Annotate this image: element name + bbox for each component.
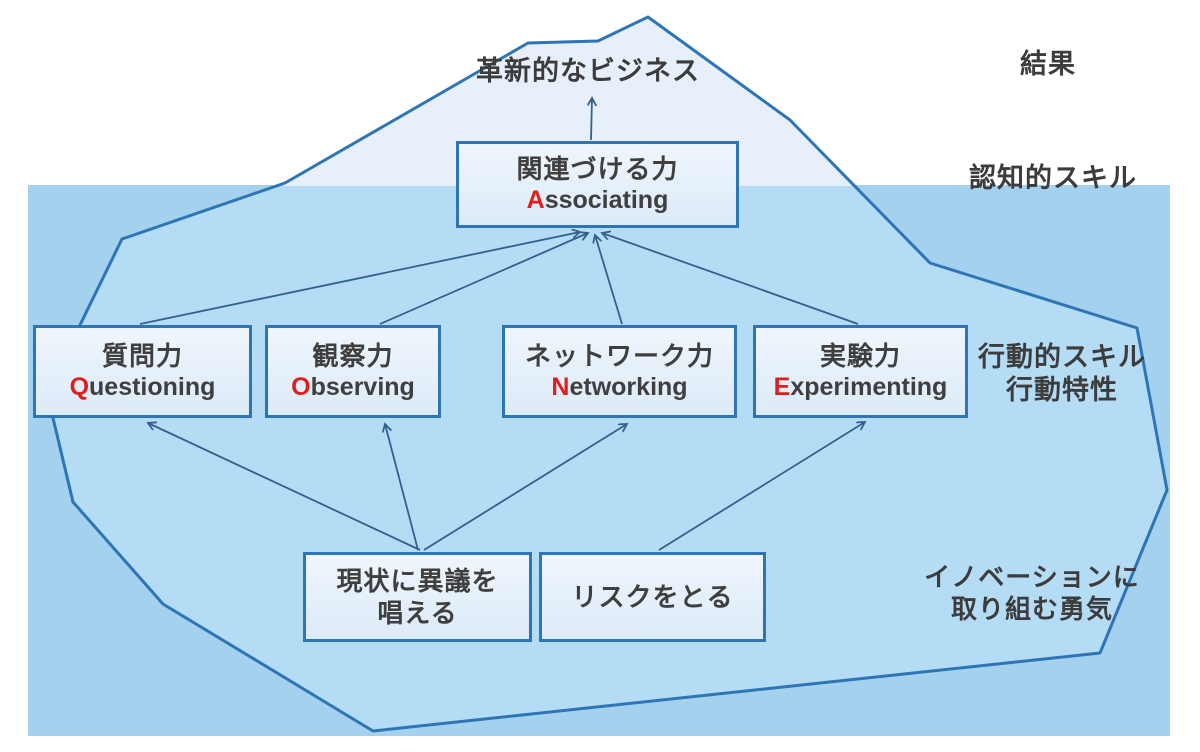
label-innovative-business: 革新的なビジネス: [476, 56, 700, 86]
observing-en-label: Observing: [291, 372, 415, 403]
box-networking: ネットワーク力 Networking: [502, 325, 737, 418]
box-observing: 観察力 Observing: [265, 325, 441, 418]
arrow-challenge-to-questioning: [148, 423, 421, 551]
questioning-initial: Q: [69, 373, 90, 402]
networking-initial: N: [551, 373, 570, 402]
associating-jp-label: 関連づける力: [516, 153, 679, 184]
arrow-challenge-to-observing: [385, 424, 419, 551]
questioning-jp-label: 質問力: [101, 340, 183, 371]
arrow-networking-to-associating: [595, 235, 623, 325]
challenge-line2: 唱える: [377, 598, 458, 628]
courage-line1: イノベーションに: [924, 562, 1140, 592]
questioning-rest: uestioning: [89, 373, 216, 402]
arrow-experimenting-to-associating: [602, 233, 859, 325]
arrow-challenge-to-networking: [423, 424, 627, 551]
box-challenge-status-quo: 現状に異議を 唱える: [303, 552, 532, 642]
arrow-group: [139, 98, 865, 551]
observing-rest: bserving: [310, 373, 415, 402]
arrow-associating-to-business: [591, 98, 592, 141]
label-cognitive-skill: 認知的スキル: [969, 163, 1137, 193]
arrow-observing-to-associating: [379, 233, 588, 325]
box-take-risks: リスクをとる: [539, 552, 766, 642]
box-associating: 関連づける力 Associating: [456, 141, 739, 228]
label-courage-for-innovation: イノベーションに 取り組む勇気: [902, 562, 1162, 625]
experimenting-initial: E: [773, 373, 791, 402]
experimenting-jp-label: 実験力: [819, 340, 901, 371]
courage-line2: 取り組む勇気: [950, 593, 1113, 624]
behavioral-line1: 行動的スキル: [978, 342, 1146, 372]
experimenting-en-label: Experimenting: [774, 372, 948, 403]
associating-rest: ssociating: [544, 186, 669, 215]
networking-en-label: Networking: [551, 372, 687, 403]
experimenting-rest: xperimenting: [790, 373, 948, 402]
associating-en-label: Associating: [527, 185, 669, 216]
box-questioning: 質問力 Questioning: [33, 325, 252, 418]
questioning-en-label: Questioning: [70, 372, 216, 403]
risk-line1: リスクをとる: [571, 581, 734, 612]
observing-jp-label: 観察力: [312, 340, 394, 371]
label-behavioral-skill: 行動的スキル 行動特性: [962, 341, 1162, 407]
behavioral-line2: 行動特性: [1006, 374, 1118, 405]
networking-jp-label: ネットワーク力: [524, 340, 714, 371]
associating-initial: A: [526, 186, 545, 215]
observing-initial: O: [291, 373, 311, 402]
arrow-questioning-to-associating: [139, 232, 580, 325]
networking-rest: etworking: [569, 373, 688, 402]
box-experimenting: 実験力 Experimenting: [753, 325, 968, 418]
label-result: 結果: [1020, 49, 1076, 79]
arrow-risk-to-experimenting: [658, 422, 865, 551]
challenge-line1: 現状に異議を: [336, 565, 499, 596]
